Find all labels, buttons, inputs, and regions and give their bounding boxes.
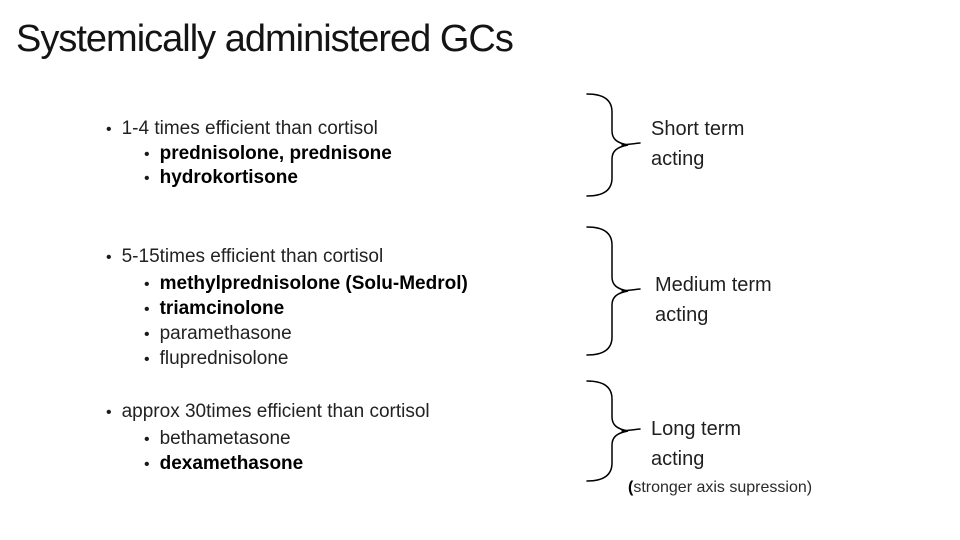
bullet-icon: • [106, 121, 112, 138]
label-line: Medium term [655, 274, 772, 296]
bullet-item-g3-heading: • approx 30times efficient than cortisol [106, 400, 430, 424]
bullet-icon: • [144, 301, 150, 318]
label-line: acting [655, 304, 709, 326]
bullet-text: methylprednisolone (Solu-Medrol) [159, 273, 468, 294]
bullet-text: triamcinolone [159, 298, 285, 319]
label-long-term: Long term acting [651, 414, 741, 474]
bullet-item-g2-drug1: • methylprednisolone (Solu-Medrol) [144, 272, 468, 296]
brace-short-term-icon [586, 92, 642, 198]
bullet-text: bethametasone [159, 428, 291, 449]
bullet-item-g2-drug3: • paramethasone [144, 322, 292, 346]
brace-medium-term-icon [586, 225, 642, 357]
label-line: acting [651, 448, 705, 470]
label-line: acting [651, 148, 705, 170]
bullet-icon: • [144, 326, 150, 343]
brace-long-term-icon [586, 379, 642, 483]
bullet-text: dexamethasone [159, 453, 304, 474]
bullet-text: hydrokortisone [159, 167, 298, 188]
bullet-item-g2-heading: • 5-15times efficient than cortisol [106, 245, 383, 269]
bullet-icon: • [144, 170, 150, 187]
bullet-item-g3-drug2: • dexamethasone [144, 452, 303, 476]
label-line: Long term [651, 418, 742, 440]
bullet-item-g1-heading: • 1-4 times efficient than cortisol [106, 117, 378, 141]
bullet-item-g3-drug1: • bethametasone [144, 427, 291, 451]
bullet-icon: • [144, 456, 150, 473]
bullet-item-g1-drug1: • prednisolone, prednisone [144, 142, 392, 166]
bullet-icon: • [144, 431, 150, 448]
footnote-paren: ( [628, 479, 634, 496]
bullet-icon: • [106, 404, 112, 421]
label-short-term: Short term acting [651, 114, 744, 174]
bullet-text: 5-15times efficient than cortisol [121, 246, 384, 267]
label-medium-term: Medium term acting [655, 270, 772, 330]
bullet-text: approx 30times efficient than cortisol [121, 401, 430, 422]
label-line: Short term [651, 118, 745, 140]
bullet-icon: • [144, 276, 150, 293]
bullet-text: 1-4 times efficient than cortisol [121, 118, 378, 139]
bullet-item-g2-drug4: • fluprednisolone [144, 347, 288, 371]
bullet-text: paramethasone [159, 323, 292, 344]
bullet-text: prednisolone, prednisone [159, 143, 392, 164]
footnote-text: stronger axis supression) [633, 479, 813, 496]
bullet-text: fluprednisolone [159, 348, 289, 369]
bullet-item-g1-drug2: • hydrokortisone [144, 166, 298, 190]
bullet-icon: • [106, 249, 112, 266]
footnote: (stronger axis supression) [628, 478, 812, 498]
bullet-icon: • [144, 351, 150, 368]
bullet-icon: • [144, 146, 150, 163]
bullet-item-g2-drug2: • triamcinolone [144, 297, 284, 321]
page-title: Systemically administered GCs [16, 18, 514, 60]
